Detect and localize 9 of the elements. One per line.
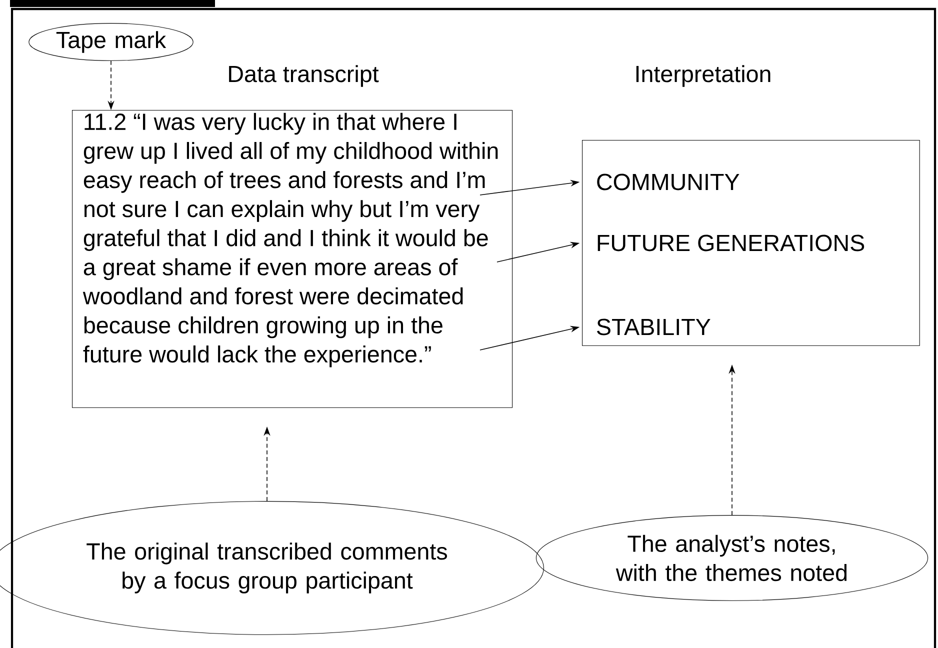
- theme-label: FUTURE GENERATIONS: [598, 234, 864, 252]
- column-heading: Interpretation: [636, 65, 770, 87]
- oval-callout: The analyst’s notes, with the themes noted: [536, 515, 928, 601]
- text-box: 11.2 “I was very lucky in that where I grew up I lived all of my childhood within easy reach of trees and forests and I’m not sure I can explain why but I’m very grateful that I did and I think it would be a great shame if even more areas of woodland and forest were decimated because children growing up in the future would lack the experience.”: [72, 110, 513, 408]
- column-heading: Data transcript: [229, 65, 379, 87]
- theme-label: COMMUNITY: [597, 174, 740, 190]
- oval-callout: The original transcribed comments by a focus group participant: [0, 501, 544, 635]
- theme-label: STABILITY: [597, 318, 710, 336]
- oval-callout: Tape mark: [28, 23, 194, 61]
